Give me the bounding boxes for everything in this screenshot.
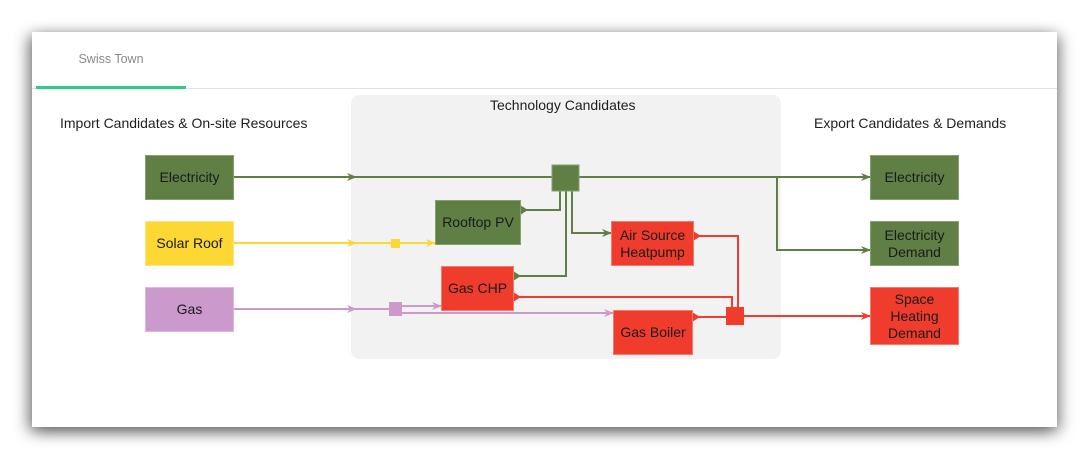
node-label-line3: Demand [888,324,941,341]
electricity-hub [551,164,580,192]
tech-rooftop-pv-node[interactable]: Rooftop PV [435,200,521,245]
chp-heat-output-port [513,292,521,302]
node-label: Gas [176,301,203,317]
export-electricity-node[interactable]: Electricity [870,155,959,200]
solar-hub [391,239,400,248]
tab-bar: Swiss Town [32,32,1057,89]
import-solar-roof-node[interactable]: Solar Roof [145,221,234,266]
node-label: Electricity [884,169,945,185]
boiler-output-port [692,312,700,322]
node-label-line2: Demand [888,243,941,260]
tech-gas-boiler-node[interactable]: Gas Boiler [613,310,693,355]
tech-air-source-heatpump-node[interactable]: Air Source Heatpump [611,221,694,266]
tab-swiss-town[interactable]: Swiss Town [36,32,186,89]
node-label: Solar Roof [156,235,223,251]
node-label-line1: Air Source [619,226,686,243]
node-label: Electricity [159,169,220,185]
link-pv-to-hub [520,191,561,211]
node-label-line2: Heatpump [620,243,685,260]
link-chp-to-hub [513,191,567,277]
link-chp-heat-to-hub [513,296,733,307]
import-electricity-node[interactable]: Electricity [145,155,234,200]
ashp-output-port [693,231,701,241]
tech-gas-chp-node[interactable]: Gas CHP [441,266,514,311]
technologies-heading: Technology Candidates [490,97,636,113]
node-label-line1: Electricity [884,226,945,243]
export-space-heating-demand-node[interactable]: Space Heating Demand [870,287,959,345]
link-hub-to-ashp [571,191,612,237]
imports-heading: Import Candidates & On-site Resources [60,115,308,131]
pv-output-port [520,205,528,215]
chp-elec-output-port [513,271,521,281]
heat-hub [726,307,744,325]
node-label: Rooftop PV [442,214,514,230]
node-label-line1: Space [894,290,935,307]
node-label-line2: Heating [890,307,939,324]
node-label: Gas Boiler [620,324,686,340]
link-hub-to-electricity-demand [776,177,871,254]
exports-heading: Export Candidates & Demands [814,115,1007,131]
export-electricity-demand-node[interactable]: Electricity Demand [870,221,959,266]
node-label: Gas CHP [447,280,508,296]
link-ashp-to-hub [693,235,739,307]
gas-hub [389,302,402,316]
import-gas-node[interactable]: Gas [145,287,234,332]
